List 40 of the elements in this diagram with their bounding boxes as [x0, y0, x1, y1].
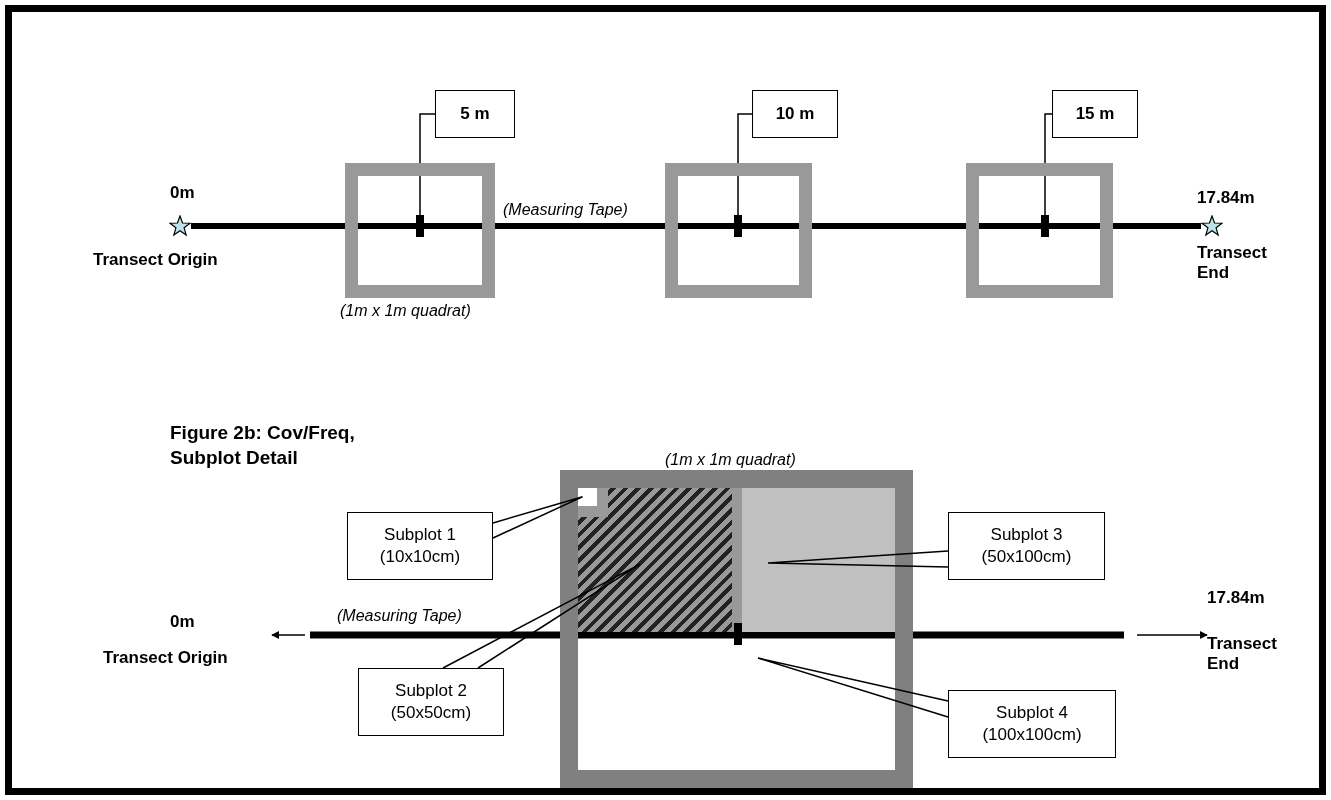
endpoint-label: Transect End [1207, 634, 1278, 674]
tick-mark [734, 215, 742, 237]
distance-label: 10 m [752, 90, 838, 138]
distance-label: 17.84m [1207, 588, 1265, 608]
quadrat-caption: (1m x 1m quadrat) [340, 302, 471, 320]
leader-line [757, 657, 949, 718]
distance-label: 0m [170, 612, 195, 632]
endpoint-label: Transect Origin [103, 648, 228, 668]
quadrat-frame [345, 163, 495, 298]
callout: Subplot 2 (50x50cm) [358, 668, 504, 736]
distance-label: 0m [170, 183, 195, 203]
endpoint-label: Transect End [1197, 243, 1268, 283]
small-subplot-square [578, 488, 608, 517]
leader-line [1044, 113, 1053, 216]
distance-label: 17.84m [1197, 188, 1255, 208]
leader-line [419, 113, 436, 216]
quadrat-frame [560, 470, 913, 788]
tick-mark [1041, 215, 1049, 237]
callout: Subplot 4 (100x100cm) [948, 690, 1116, 758]
figure-title: Figure 2b: Cov/Freq, Subplot Detail [170, 421, 356, 470]
star-icon [1201, 215, 1223, 237]
star-icon [169, 215, 191, 237]
tick-mark [416, 215, 424, 237]
callout: Subplot 1 (10x10cm) [347, 512, 493, 580]
arrow [1136, 631, 1208, 639]
shaded-subplot [742, 488, 895, 632]
leader-line [737, 113, 753, 216]
quadrat-frame [665, 163, 812, 298]
arrow [271, 631, 306, 639]
distance-label: 5 m [435, 90, 515, 138]
quadrat-caption: (1m x 1m quadrat) [665, 451, 796, 469]
endpoint-label: Transect Origin [93, 250, 218, 270]
quadrat-frame [966, 163, 1113, 298]
distance-label: 15 m [1052, 90, 1138, 138]
edge-label: (Measuring Tape) [503, 201, 628, 219]
hatched-subplot [578, 488, 732, 632]
tape-label: (Measuring Tape) [337, 607, 462, 625]
callout: Subplot 3 (50x100cm) [948, 512, 1105, 580]
leader-line [767, 550, 949, 568]
measuring-tape [191, 223, 1201, 229]
